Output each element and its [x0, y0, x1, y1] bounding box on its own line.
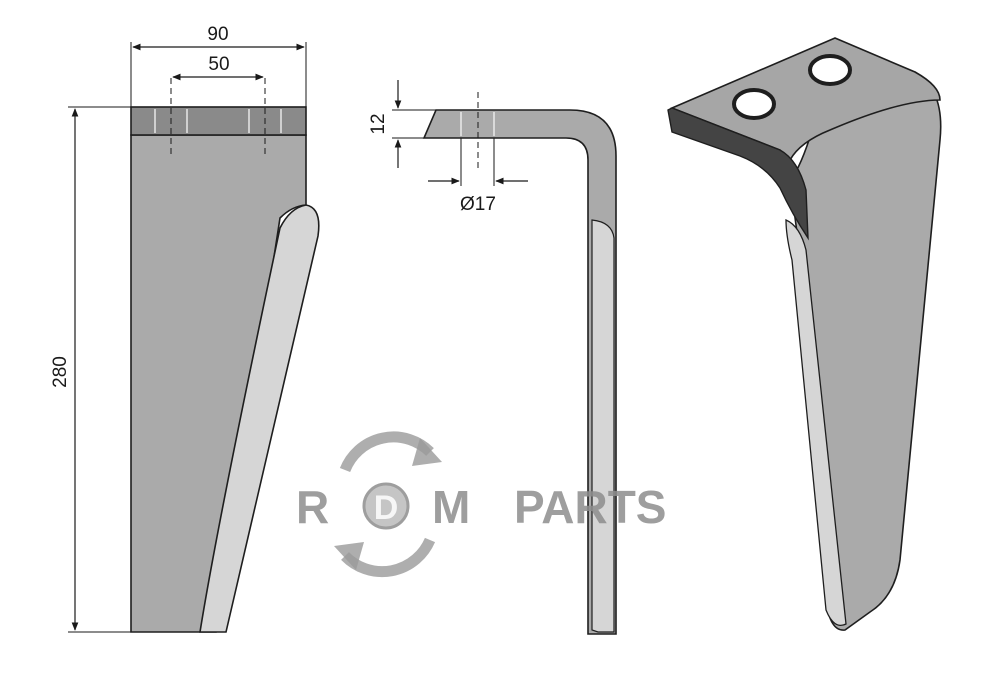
dim-12-label: 12	[368, 113, 389, 134]
watermark-letter-r: R	[296, 481, 329, 533]
front-view: 90 50 280	[50, 24, 320, 633]
side-view: 12 Ø17	[368, 80, 617, 635]
iso-cutting-edge	[785, 219, 847, 627]
dim-280-label: 280	[50, 356, 71, 388]
rdm-parts-watermark: R D M PARTS	[296, 431, 667, 578]
side-hole-marks	[460, 112, 495, 136]
watermark-arrowhead-top-icon	[412, 438, 442, 466]
side-blade-body	[422, 109, 617, 635]
iso-hole-right	[808, 54, 852, 86]
side-cutting-edge	[591, 219, 615, 633]
dim-50-label: 50	[208, 54, 229, 75]
front-hole-centerlines	[170, 78, 266, 155]
iso-plate-edge	[667, 107, 809, 241]
iso-mount-plate	[669, 37, 941, 162]
dim-90-label: 90	[207, 24, 228, 45]
watermark-d-circle	[362, 482, 410, 530]
front-hole-marks	[154, 109, 282, 133]
watermark-letter-d: D	[374, 489, 399, 527]
watermark-arrowhead-bottom-icon	[334, 542, 364, 570]
front-mount-plate	[130, 106, 307, 136]
perspective-view	[667, 37, 942, 631]
dim-17-label: Ø17	[460, 194, 496, 215]
iso-hole-left	[732, 88, 776, 120]
front-cutting-edge	[199, 204, 320, 633]
watermark-letter-m: M	[432, 481, 470, 533]
watermark-parts: PARTS	[514, 481, 667, 533]
